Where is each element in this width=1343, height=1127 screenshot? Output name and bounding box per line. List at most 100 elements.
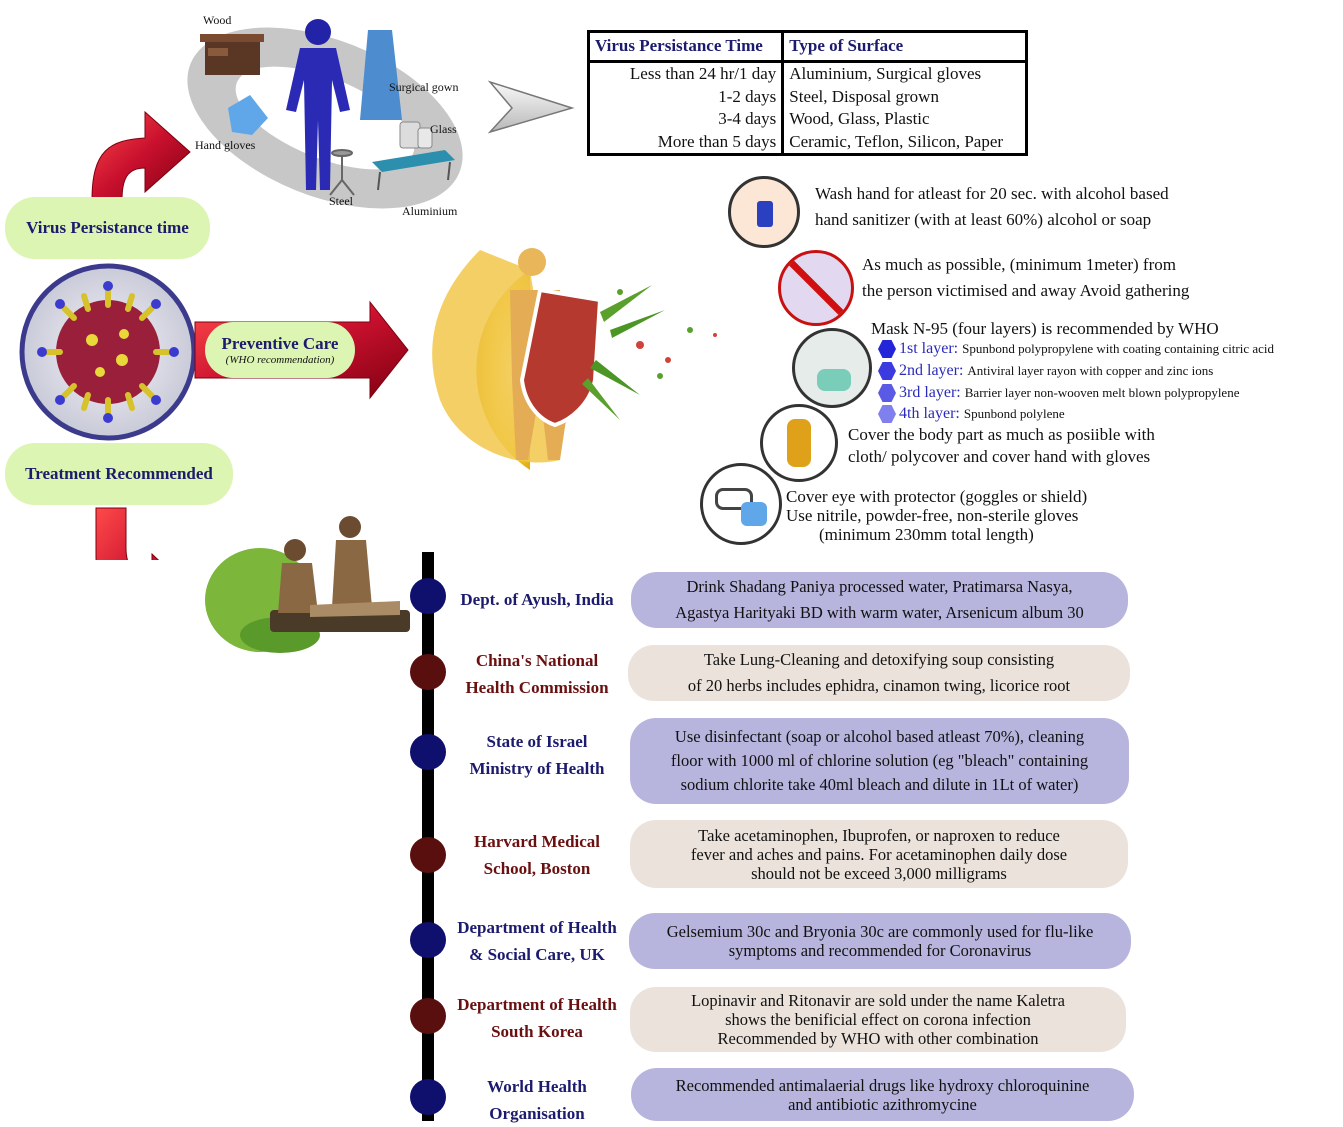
hexagon-icon xyxy=(878,405,896,423)
header-time: Virus Persistance Time xyxy=(588,31,785,63)
cell-surface: Ceramic, Teflon, Silicon, Paper xyxy=(789,131,1004,151)
mask-layer-4: 4th layer:Spunbond polylene xyxy=(878,405,1065,423)
persistance-table: Virus Persistance Time Type of Surface L… xyxy=(587,30,1028,156)
arrow-to-surfaces xyxy=(91,110,191,201)
distance-line-2: the person victimised and away Avoid gat… xyxy=(862,281,1190,300)
timeline-dot xyxy=(410,837,446,873)
org-line: & Social Care, UK xyxy=(469,945,605,964)
coronavirus-icon xyxy=(19,263,197,441)
treatment-line: and antibiotic azithromycine xyxy=(788,1094,977,1114)
glass-icon xyxy=(399,121,433,149)
treatment-line: Drink Shadang Paniya processed water, Pr… xyxy=(686,577,1073,596)
label-steel: Steel xyxy=(329,194,353,208)
arrow-to-treatment xyxy=(95,507,160,560)
org-line: Dept. of Ayush, India xyxy=(460,590,614,609)
chevron-arrow-icon xyxy=(487,80,575,134)
distance-line-1: As much as possible, (minimum 1meter) fr… xyxy=(862,255,1176,274)
steel-stool-icon xyxy=(329,149,355,196)
org-line: School, Boston xyxy=(483,859,591,878)
cell-time: 1-2 days xyxy=(588,85,785,108)
treatment-box: Recommended antimalaerial drugs like hyd… xyxy=(631,1068,1134,1121)
table-header: Virus Persistance Time Type of Surface xyxy=(588,31,1027,63)
layer-desc: Spunbond polypropylene with coating cont… xyxy=(962,341,1275,356)
eye-line-1: Cover eye with protector (goggles or shi… xyxy=(786,487,1088,506)
treatment-line: Gelsemium 30c and Bryonia 30c are common… xyxy=(666,922,1094,941)
who-recommendation: (WHO recommendation) xyxy=(225,354,335,366)
org-line: China's National xyxy=(475,651,599,670)
org-line: Organisation xyxy=(489,1104,585,1123)
treatment-line: Agastya Harityaki BD with warm water, Ar… xyxy=(675,603,1084,622)
treatment-box: Lopinavir and Ritonavir are sold under t… xyxy=(630,987,1126,1052)
header-surface: Type of Surface xyxy=(782,31,1027,63)
prevention-mask: Mask N-95 (four layers) is recommended b… xyxy=(871,319,1219,338)
hand-gloves-icon xyxy=(228,95,268,135)
treatment-box: Gelsemium 30c and Bryonia 30c are common… xyxy=(629,913,1131,969)
layer-desc: Antiviral layer rayon with copper and zi… xyxy=(967,363,1214,378)
prevention-distance: As much as possible, (minimum 1meter) fr… xyxy=(862,252,1189,304)
wash-line-2: hand sanitizer (with at least 60%) alcoh… xyxy=(815,210,1152,229)
ayurveda-treatment-icon xyxy=(205,516,410,653)
treatment-line: Lopinavir and Ritonavir are sold under t… xyxy=(691,991,1065,1010)
org-line: Department of Health xyxy=(457,918,617,937)
treatment-box: Take acetaminophen, Ibuprofen, or naprox… xyxy=(630,820,1128,888)
cell-time: More than 5 days xyxy=(588,130,785,155)
body-cover-icon xyxy=(760,404,838,482)
cell-surface: Aluminium, Surgical gloves xyxy=(789,64,982,83)
hand-wash-icon xyxy=(728,176,800,248)
cover-line-1: Cover the body part as much as posiible … xyxy=(848,425,1155,444)
treatment-line: Take Lung-Cleaning and detoxifying soup … xyxy=(703,650,1055,669)
treatment-box: Take Lung-Cleaning and detoxifying soup … xyxy=(628,645,1130,701)
human-body-icon xyxy=(286,19,350,190)
hexagon-icon xyxy=(878,340,896,358)
mask-layer-3: 3rd layer:Barrier layer non-wooven melt … xyxy=(878,384,1239,402)
cell-surface: Wood, Glass, Plastic xyxy=(789,109,930,129)
treatment-line: of 20 herbs includes ephidra, cinamon tw… xyxy=(687,676,1071,695)
preventive-care-title: Preventive Care xyxy=(221,334,339,353)
treatment-line: Take acetaminophen, Ibuprofen, or naprox… xyxy=(698,825,1060,845)
mask-layer-1: 1st layer:Spunbond polypropylene with co… xyxy=(878,340,1274,358)
pill-virus-persistance: Virus Persistance time xyxy=(5,197,210,259)
prevention-cover: Cover the body part as much as posiible … xyxy=(848,424,1155,468)
timeline-bar xyxy=(422,552,434,1121)
wash-line-1: Wash hand for atleast for 20 sec. with a… xyxy=(815,184,1169,203)
treatment-line: Recommended by WHO with other combinatio… xyxy=(717,1029,1039,1048)
timeline-org: Dept. of Ayush, India xyxy=(447,586,627,613)
org-line: State of Israel xyxy=(486,732,588,751)
treatment-line: sodium chlorite take 40ml bleach and dil… xyxy=(680,775,1079,794)
timeline-dot xyxy=(410,654,446,690)
prevention-wash: Wash hand for atleast for 20 sec. with a… xyxy=(815,181,1169,233)
cover-line-2: cloth/ polycover and cover hand with glo… xyxy=(848,447,1151,466)
shield-man-icon xyxy=(432,248,717,470)
org-line: Ministry of Health xyxy=(469,759,605,778)
layer-name: 4th layer: xyxy=(899,405,960,422)
org-line: South Korea xyxy=(491,1022,583,1041)
timeline-org: Department of Health & Social Care, UK xyxy=(447,914,627,968)
eye-line-2: Use nitrile, powder-free, non-sterile gl… xyxy=(786,506,1079,525)
wood-desk-icon xyxy=(200,34,264,75)
layer-name: 1st layer: xyxy=(899,340,959,357)
timeline-dot xyxy=(410,922,446,958)
treatment-line: should not be exceed 3,000 milligrams xyxy=(751,863,1007,883)
treatment-line: Recommended antimalaerial drugs like hyd… xyxy=(675,1075,1090,1095)
treatment-line: shows the benificial effect on corona in… xyxy=(725,1010,1031,1029)
prevention-eye: Cover eye with protector (goggles or shi… xyxy=(786,487,1087,544)
goggles-gloves-icon xyxy=(700,463,782,545)
org-line: Harvard Medical xyxy=(473,832,601,851)
no-gathering-icon xyxy=(778,250,854,326)
timeline-dot xyxy=(410,1079,446,1115)
eye-line-3: (minimum 230mm total length) xyxy=(819,525,1034,544)
treatment-box: Use disinfectant (soap or alcohol based … xyxy=(630,718,1129,804)
label-wood: Wood xyxy=(203,13,232,27)
cell-surface: Steel, Disposal grown xyxy=(789,86,939,106)
surgical-gown-icon xyxy=(360,30,402,120)
label-surgical-gown: Surgical gown xyxy=(389,80,459,94)
hexagon-icon xyxy=(878,384,896,402)
label-glass: Glass xyxy=(430,122,457,136)
